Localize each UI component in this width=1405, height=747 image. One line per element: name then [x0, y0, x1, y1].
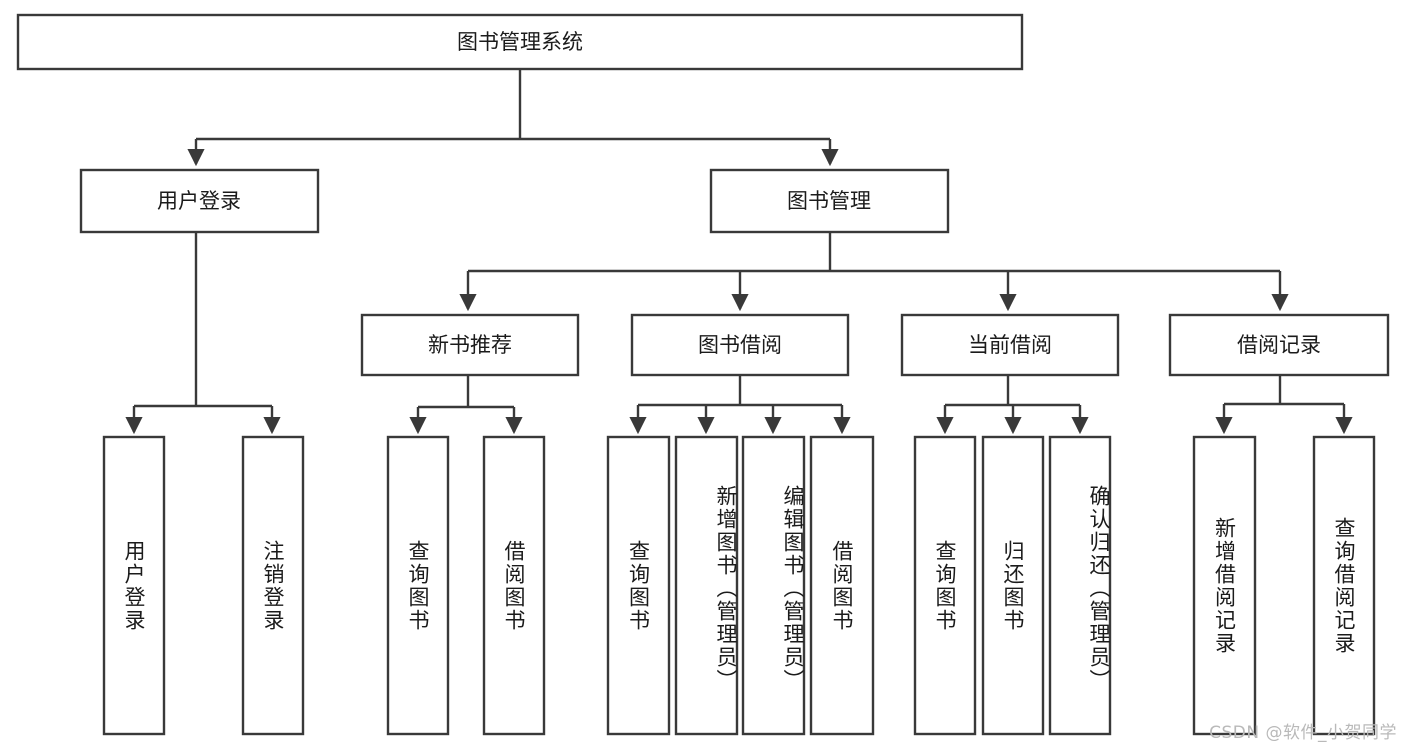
- connector-group-book-borrow: [629, 375, 851, 435]
- leaf-box-group: [102, 435, 1376, 736]
- node-user-login-box[interactable]: [79, 168, 320, 234]
- connector-group-root: [187, 69, 839, 167]
- connector-group-borrow-record: [1215, 375, 1353, 435]
- leaf-box-book-borrow-0[interactable]: [606, 435, 671, 736]
- leaf-box-borrow-record-1[interactable]: [1312, 435, 1376, 736]
- leaf-box-new-book-1[interactable]: [482, 435, 546, 736]
- node-root-label: 图书管理系统: [457, 30, 583, 54]
- connector-group-user-login: [125, 232, 281, 435]
- leaf-box-user-login-1[interactable]: [241, 435, 305, 736]
- leaf-box-new-book-0[interactable]: [386, 435, 450, 736]
- node-book-borrow[interactable]: 图书借阅: [630, 313, 850, 377]
- node-book-management-box[interactable]: [709, 168, 950, 234]
- node-current-borrow-label: 当前借阅: [968, 333, 1052, 357]
- node-root[interactable]: 图书管理系统: [16, 13, 1024, 71]
- connector-group-current-borrow: [936, 375, 1089, 435]
- node-current-borrow-box[interactable]: [900, 313, 1120, 377]
- node-new-book-recommend[interactable]: 新书推荐: [360, 313, 580, 377]
- node-root-box[interactable]: [16, 13, 1024, 71]
- connector-group-book-mgmt: [459, 232, 1289, 312]
- node-book-borrow-label: 图书借阅: [698, 333, 782, 357]
- csdn-watermark: CSDN @软件_小贺同学: [1209, 723, 1397, 743]
- leaf-box-user-login-0[interactable]: [102, 435, 166, 736]
- leaf-box-borrow-record-0[interactable]: [1192, 435, 1257, 736]
- leaf-box-book-borrow-1[interactable]: [674, 435, 739, 736]
- node-book-management[interactable]: 图书管理: [709, 168, 950, 234]
- node-book-borrow-box[interactable]: [630, 313, 850, 377]
- node-borrow-record-box[interactable]: [1168, 313, 1390, 377]
- leaf-box-current-borrow-2[interactable]: [1048, 435, 1112, 736]
- leaf-box-book-borrow-2[interactable]: [741, 435, 806, 736]
- node-user-login[interactable]: 用户登录: [79, 168, 320, 234]
- leaf-box-book-borrow-3[interactable]: [809, 435, 875, 736]
- node-borrow-record[interactable]: 借阅记录: [1168, 313, 1390, 377]
- leaf-box-current-borrow-1[interactable]: [981, 435, 1045, 736]
- connector-group-new-book: [409, 375, 523, 435]
- node-current-borrow[interactable]: 当前借阅: [900, 313, 1120, 377]
- leaf-box-current-borrow-0[interactable]: [913, 435, 977, 736]
- node-user-login-label: 用户登录: [157, 189, 241, 213]
- node-new-book-recommend-box[interactable]: [360, 313, 580, 377]
- node-new-book-recommend-label: 新书推荐: [428, 333, 512, 357]
- node-borrow-record-label: 借阅记录: [1237, 333, 1321, 357]
- node-book-management-label: 图书管理: [787, 189, 871, 213]
